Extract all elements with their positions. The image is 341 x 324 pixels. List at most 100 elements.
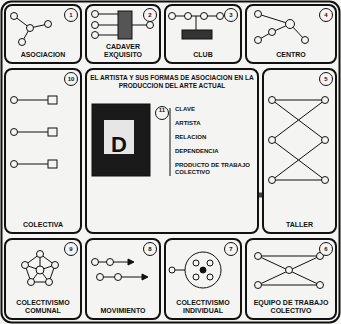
callout-number: 7 xyxy=(224,242,238,256)
ink-circle xyxy=(269,177,276,184)
ink-line xyxy=(14,100,48,101)
key-item: CLAVE xyxy=(175,106,255,113)
ink-circle xyxy=(27,25,34,32)
ink-circle xyxy=(19,39,26,46)
ink-rect xyxy=(48,96,57,104)
ink-circle xyxy=(11,13,18,20)
ink-line xyxy=(258,256,320,285)
ink-circle xyxy=(193,274,199,280)
ink-circle xyxy=(92,32,99,39)
ink-circle xyxy=(269,97,276,104)
ink-polygon xyxy=(128,259,134,265)
panel-title: COLECTIVISMO COMUNAL xyxy=(9,299,77,315)
ink-circle xyxy=(11,129,18,136)
ink-rect xyxy=(118,11,132,39)
group-panel: MOVIMIENTO 8 xyxy=(85,238,161,320)
callout-number: 3 xyxy=(224,8,238,22)
ink-line xyxy=(272,100,325,140)
group-panel: CLUB 3 xyxy=(164,4,242,64)
key-item: DEPENDENCIA xyxy=(175,148,255,155)
ink-circle xyxy=(317,282,324,289)
callout-number: 2 xyxy=(143,8,157,22)
ink-line xyxy=(272,180,325,181)
ink-rect xyxy=(48,160,57,168)
ink-circle xyxy=(322,137,329,144)
group-panel: EQUIPO DE TRABAJO COLECTIVO 6 xyxy=(245,238,337,320)
callout-number: 11 xyxy=(155,106,169,120)
ink-circle xyxy=(11,97,18,104)
callout-number: 6 xyxy=(319,242,333,256)
panel-title: CENTRO xyxy=(250,51,332,59)
key-item: RELACION xyxy=(175,134,255,141)
ink-circle xyxy=(37,251,44,258)
ink-circle xyxy=(36,266,44,274)
ink-circle xyxy=(255,37,262,44)
ink-line xyxy=(14,132,48,133)
ink-circle xyxy=(207,274,213,280)
picture-letter: D xyxy=(104,128,134,162)
panel-title: MOVIMIENTO xyxy=(90,307,156,315)
ink-line xyxy=(258,256,320,285)
ink-circle xyxy=(45,21,52,28)
ink-circle xyxy=(322,97,329,104)
ink-line xyxy=(272,140,325,180)
ink-line xyxy=(258,14,290,24)
ink-circle xyxy=(22,262,29,269)
ink-circle xyxy=(322,177,329,184)
callout-number: 9 xyxy=(64,242,78,256)
panel-title: COLECTIVA xyxy=(9,221,77,229)
ink-polygon xyxy=(142,274,148,280)
ink-rect xyxy=(48,128,57,136)
ink-circle xyxy=(286,20,295,29)
ink-line xyxy=(170,108,171,176)
ink-circle xyxy=(201,13,208,20)
ink-circle xyxy=(147,22,154,29)
group-panel: ASOCIACION1 xyxy=(4,4,82,64)
ink-line xyxy=(258,285,320,286)
group-panel: CENTRO4 xyxy=(245,4,337,64)
ink-line xyxy=(272,100,325,140)
ink-circle xyxy=(97,274,104,281)
ink-line xyxy=(196,16,197,30)
group-panel: TALLER5 xyxy=(262,68,337,234)
ink-line xyxy=(272,100,325,101)
ink-line xyxy=(272,140,325,180)
group-panel: CADAVER EXQUISITO2 xyxy=(85,4,161,64)
panel-title: ASOCIACION xyxy=(9,51,77,59)
ink-circle xyxy=(92,259,99,266)
ink-circle xyxy=(92,22,99,29)
ink-circle xyxy=(52,262,59,269)
ink-circle xyxy=(302,37,309,44)
ink-polygon xyxy=(25,254,55,282)
ink-circle xyxy=(169,13,176,20)
group-panel: COLECTIVA10 xyxy=(4,68,82,234)
ink-circle xyxy=(207,260,213,266)
ink-circle xyxy=(193,260,199,266)
ink-circle xyxy=(255,253,262,260)
ink-circle xyxy=(185,13,192,20)
ink-circle xyxy=(46,279,53,286)
ink-circle xyxy=(28,279,35,286)
ink-circle xyxy=(217,13,224,20)
ink-circle xyxy=(107,259,114,266)
ink-circle xyxy=(255,11,262,18)
ink-circle xyxy=(255,282,262,289)
ink-circle xyxy=(200,267,206,273)
panel-title: CLUB xyxy=(169,51,237,59)
panel-title: TALLER xyxy=(267,221,332,229)
callout-number: 8 xyxy=(143,242,157,256)
ink-line xyxy=(258,256,320,257)
ink-circle xyxy=(269,29,276,36)
ink-circle xyxy=(169,267,175,273)
panel-title: COLECTIVISMO INDIVIDUAL xyxy=(169,299,237,315)
panel-title: EL ARTISTA Y SUS FORMAS DE ASOCIACION EN… xyxy=(90,74,254,90)
panel-title: EQUIPO DE TRABAJO COLECTIVO xyxy=(250,299,332,315)
key-item: ARTISTA xyxy=(175,120,255,127)
ink-circle xyxy=(115,274,122,281)
ink-rect xyxy=(182,30,212,39)
ink-circle xyxy=(286,267,293,274)
ink-circle xyxy=(11,161,18,168)
